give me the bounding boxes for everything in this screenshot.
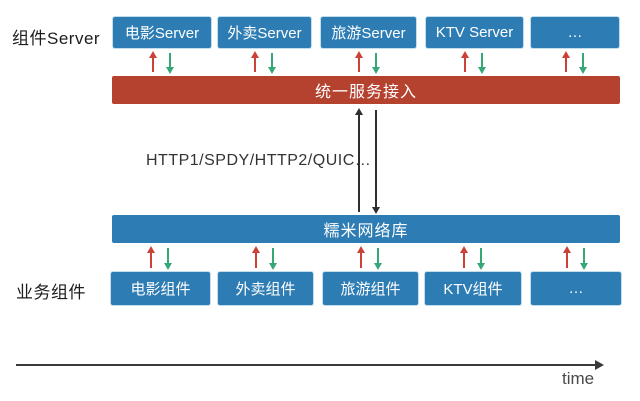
node-more-component: … [531, 272, 621, 305]
node-movie-server: 电影Server [113, 17, 211, 48]
business-layer-label: 业务组件 [16, 283, 86, 302]
node-travel-server: 旅游Server [321, 17, 416, 48]
server-layer-label: 组件Server [12, 29, 101, 48]
down-arrow-icon [477, 246, 485, 270]
node-more-server: … [531, 17, 619, 48]
node-movie-component: 电影组件 [111, 272, 210, 305]
down-arrow-icon [164, 246, 172, 270]
up-arrow-icon [460, 246, 468, 270]
node-ktv-server: KTV Server [426, 17, 523, 48]
up-arrow-icon [252, 246, 260, 270]
network-library-bar: 糯米网络库 [112, 215, 620, 243]
down-arrow-icon [579, 51, 587, 74]
up-arrow-icon [355, 51, 363, 74]
node-travel-component: 旅游组件 [323, 272, 418, 305]
down-arrow-icon [372, 108, 380, 214]
down-arrow-icon [166, 51, 174, 74]
up-arrow-icon [563, 246, 571, 270]
up-arrow-icon [147, 246, 155, 270]
down-arrow-icon [580, 246, 588, 270]
node-takeout-component: 外卖组件 [218, 272, 313, 305]
up-arrow-icon [562, 51, 570, 74]
node-takeout-server: 外卖Server [218, 17, 311, 48]
down-arrow-icon [268, 51, 276, 74]
down-arrow-icon [372, 51, 380, 74]
up-arrow-icon [461, 51, 469, 74]
up-arrow-icon [251, 51, 259, 74]
down-arrow-icon [478, 51, 486, 74]
down-arrow-icon [269, 246, 277, 270]
time-axis-arrow [16, 360, 604, 370]
time-axis-label: time [562, 369, 595, 388]
down-arrow-icon [374, 246, 382, 270]
node-ktv-component: KTV组件 [425, 272, 521, 305]
up-arrow-icon [357, 246, 365, 270]
up-arrow-icon [149, 51, 157, 74]
up-arrow-icon [355, 108, 363, 214]
unified-service-bar: 统一服务接入 [112, 76, 620, 104]
protocol-label: HTTP1/SPDY/HTTP2/QUIC… [146, 152, 372, 169]
